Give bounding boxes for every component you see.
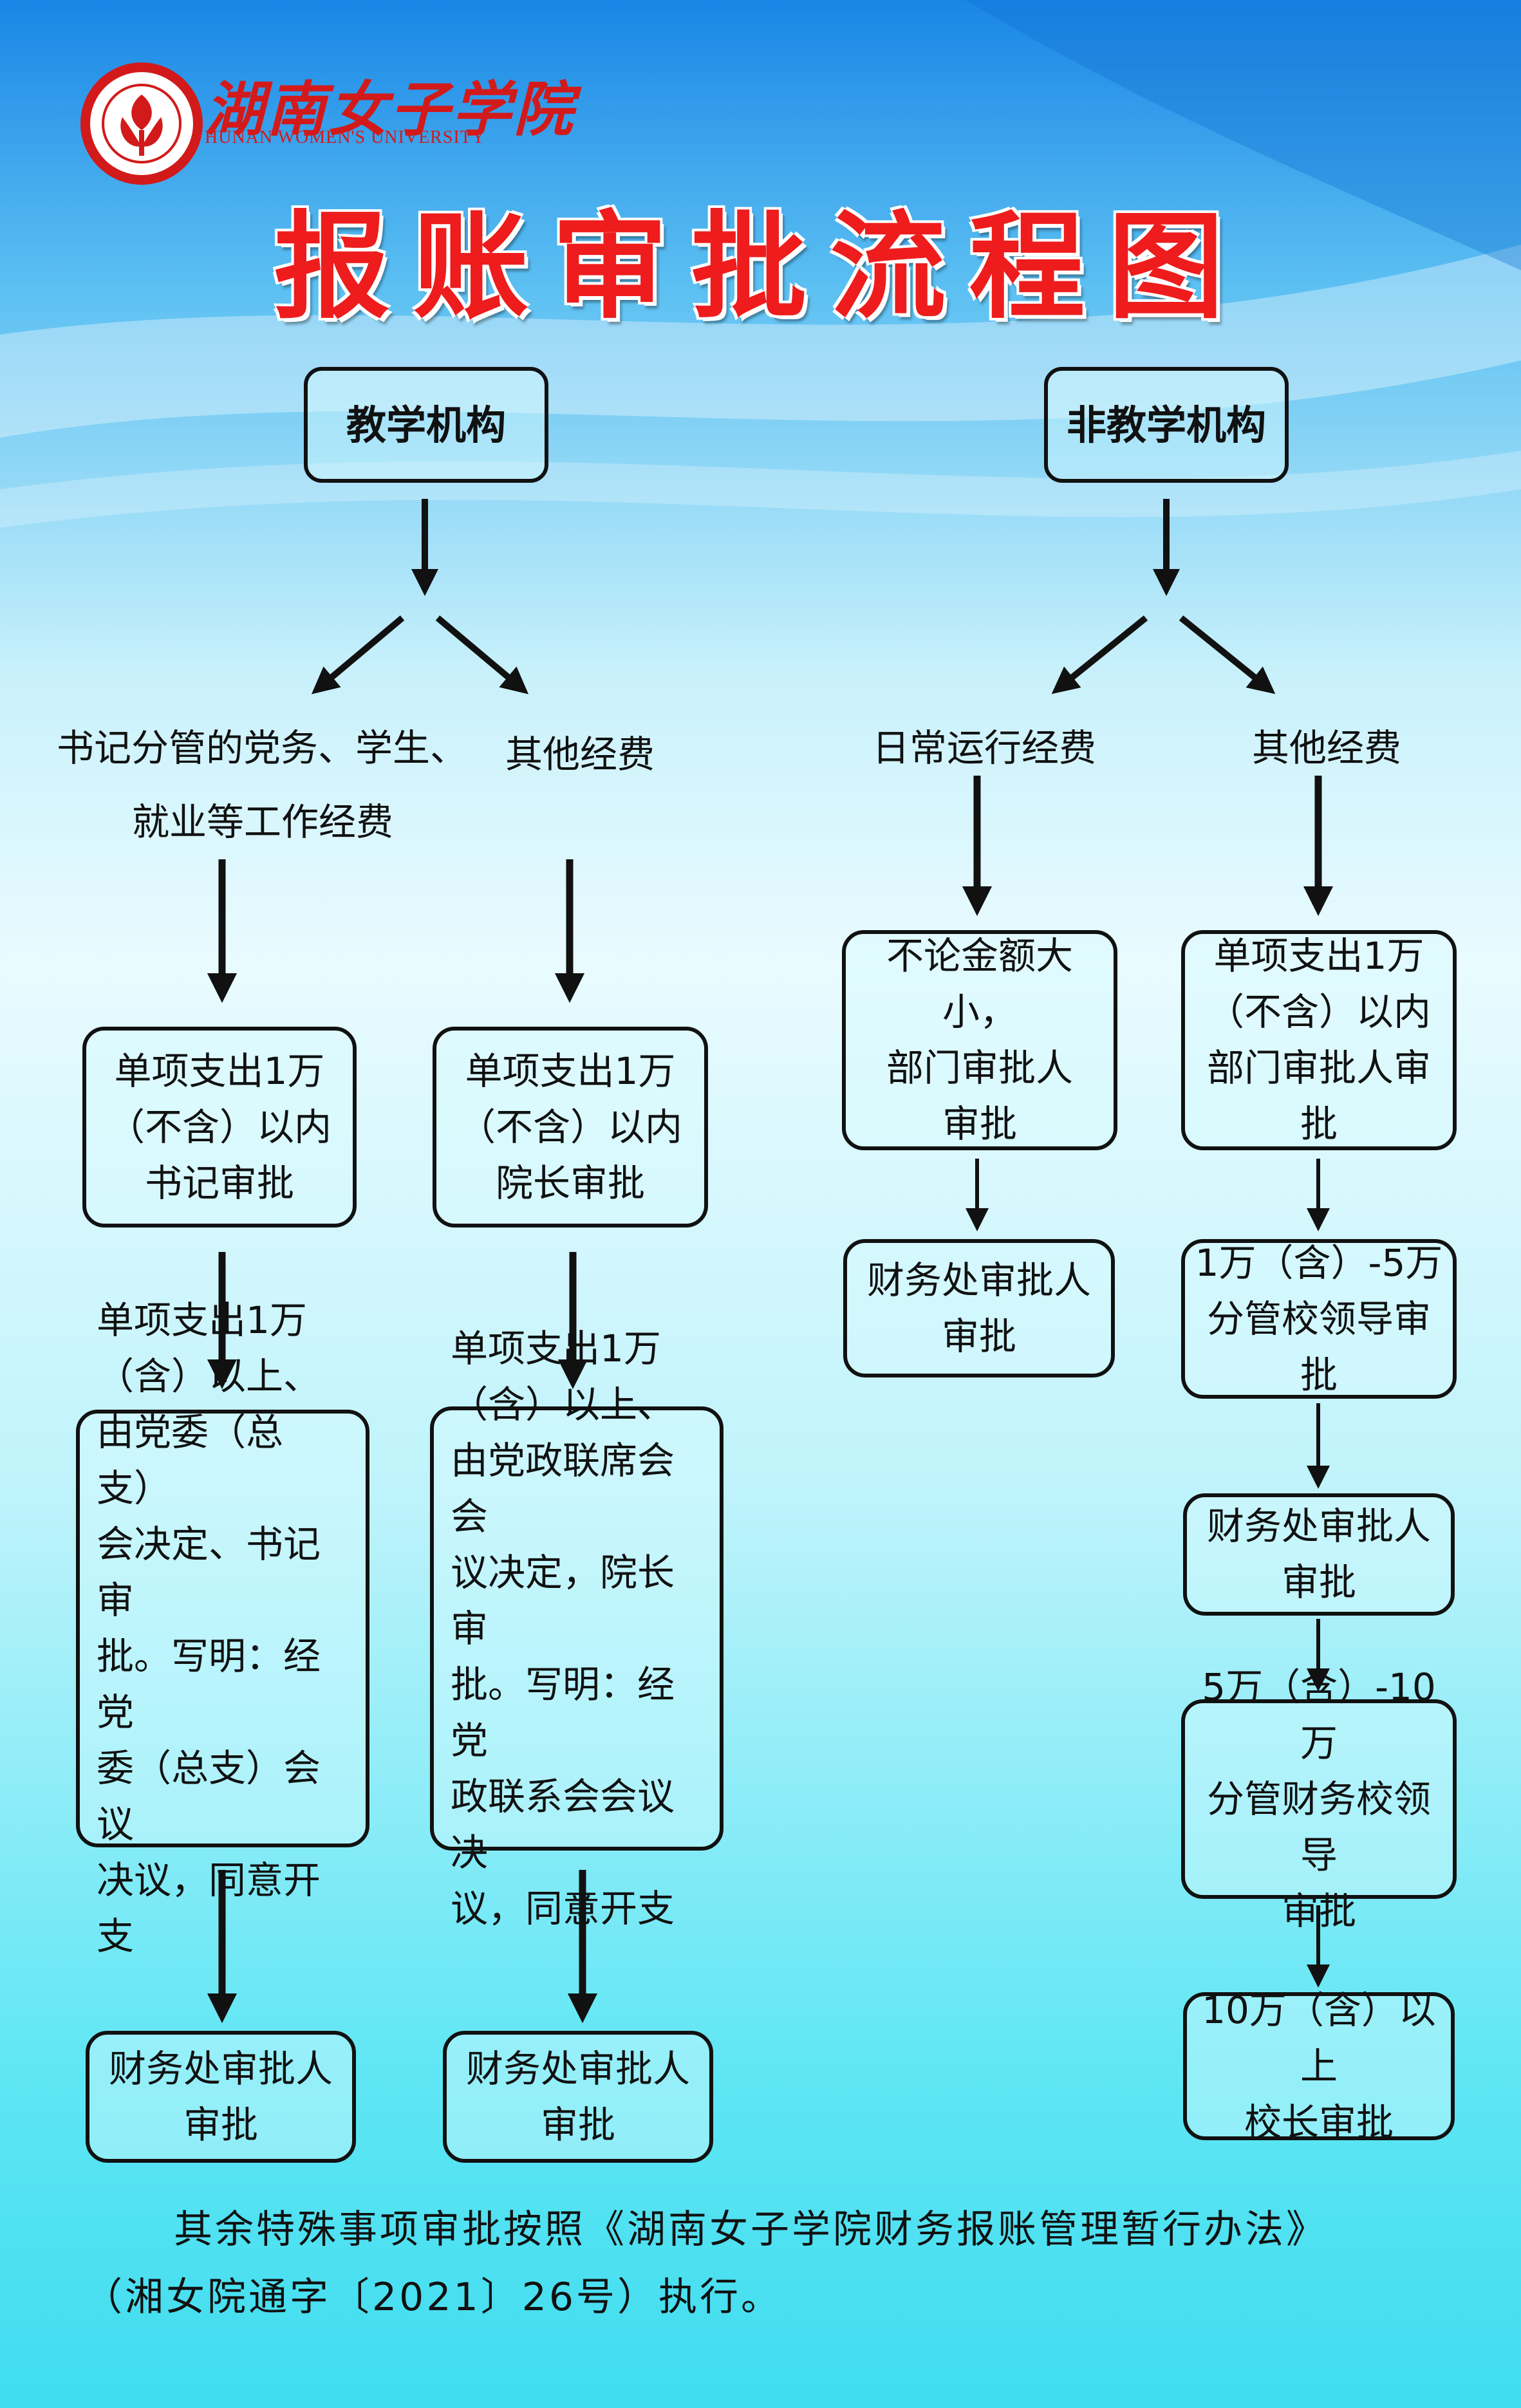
school-name-en: HUNAN WOMEN'S UNIVERSITY (205, 127, 486, 147)
right-a-step1-box: 不论金额大小， 部门审批人 审批 (842, 930, 1117, 1150)
right-a-step2-box: 财务处审批人 审批 (843, 1239, 1115, 1377)
left-a-step1-box: 单项支出1万 （不含）以内 书记审批 (82, 1027, 357, 1227)
right-b-step2-box: 1万（含）-5万 分管校领导审批 (1181, 1239, 1457, 1399)
left-b-step2-box: 单项支出1万 （含）以上、 由党政联席会会 议决定，院长审 批。写明：经党 政联… (430, 1327, 723, 1930)
right-b-step5-box: 10万（含）以上 校长审批 (1183, 1988, 1455, 2144)
left-a-step2-box: 单项支出1万 （含）以上、 由党委（总支） 会决定、书记审 批。写明：经党 委（… (76, 1298, 369, 1958)
label-left-branch-a-line2: 就业等工作经费 (132, 800, 394, 844)
arrow-left-split-b (435, 615, 529, 695)
left-b-step3-box: 财务处审批人 审批 (443, 2031, 713, 2163)
root-non-teaching-unit: 非教学机构 (1044, 367, 1289, 483)
right-b-step1-box: 单项支出1万 （不含）以内 部门审批人审批 (1181, 930, 1457, 1150)
right-b-step3-box: 财务处审批人 审批 (1183, 1493, 1455, 1616)
footer-note-line2: （湘女院通字〔2021〕26号）执行。 (84, 2275, 783, 2320)
school-name-cn: 湖南女子学院 (205, 75, 576, 144)
arrow-right-split-b (1179, 615, 1276, 695)
label-right-branch-a: 日常运行经费 (872, 726, 1097, 770)
label-right-branch-b: 其他经费 (1252, 726, 1402, 770)
label-left-branch-a-line1: 书记分管的党务、学生、 (57, 726, 468, 770)
footer-note-line1: 其余特殊事项审批按照《湖南女子学院财务报账管理暂行办法》 (174, 2207, 1327, 2252)
arrow-left-split-a (311, 615, 405, 695)
right-b-step4-box: 5万（含）-10万 分管财务校领导 审批 (1181, 1665, 1457, 1933)
university-logo-icon (80, 62, 203, 185)
label-left-branch-b: 其他经费 (505, 733, 655, 776)
root-teaching-unit: 教学机构 (304, 367, 548, 483)
page-title: 报账审批流程图 (274, 200, 1247, 335)
arrow-right-split-a (1051, 615, 1148, 695)
left-a-step3-box: 财务处审批人 审批 (86, 2031, 356, 2163)
left-b-step1-box: 单项支出1万 （不含）以内 院长审批 (433, 1027, 708, 1227)
